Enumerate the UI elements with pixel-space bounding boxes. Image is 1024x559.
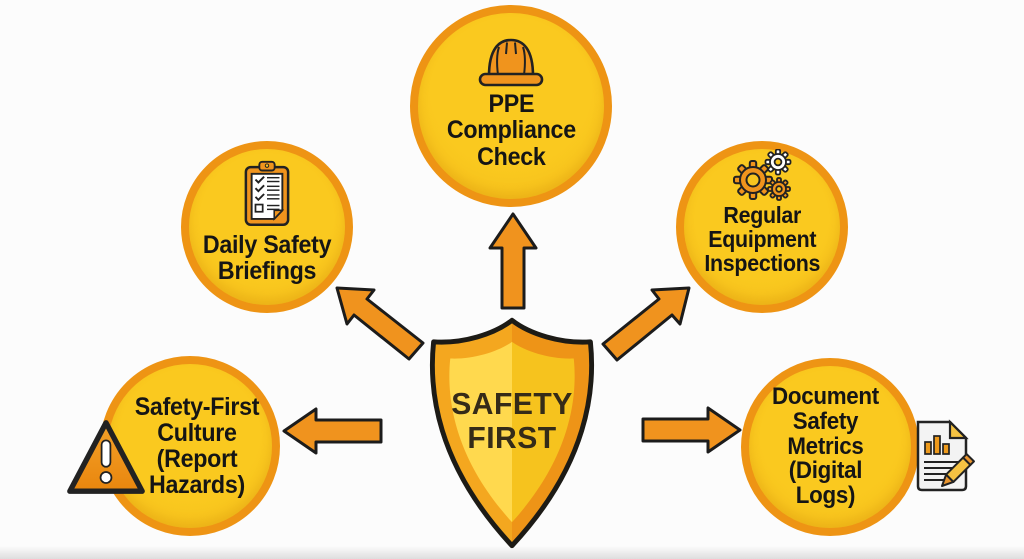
hard-hat-icon: [478, 38, 544, 87]
node-label: Document Safety Metrics (Digital Logs): [771, 382, 879, 510]
center-shield: SAFETY FIRST: [414, 313, 610, 553]
node-daily-safety-briefings: Daily Safety Briefings: [181, 141, 353, 313]
arrow-left: [282, 407, 383, 455]
node-ppe-compliance: PPE Compliance Check: [410, 5, 612, 207]
warning-triangle-icon: [67, 420, 145, 494]
node-label: Safety-First Culture (Report Hazards): [134, 392, 260, 500]
shield-title: SAFETY FIRST: [451, 386, 573, 456]
node-label: Regular Equipment Inspections: [704, 202, 820, 277]
clipboard-checklist-icon: [244, 160, 290, 226]
arrow-upper-right: [601, 286, 691, 362]
node-equipment-inspections: Regular Equipment Inspections: [676, 141, 848, 313]
node-document-safety-metrics: Document Safety Metrics (Digital Logs): [741, 358, 975, 536]
arrow-upper-left: [335, 286, 425, 361]
node-safety-first-culture: Safety-First Culture (Report Hazards): [67, 356, 280, 536]
document-pencil-icon: [916, 419, 975, 492]
arrow-right: [641, 406, 742, 454]
node-label: Daily Safety Briefings: [202, 231, 332, 286]
shield-icon: [429, 317, 595, 549]
node-label: PPE Compliance Check: [446, 90, 576, 171]
bottom-shadow-band: [0, 546, 1024, 559]
gears-icon: [733, 149, 792, 201]
arrow-up: [488, 212, 538, 310]
